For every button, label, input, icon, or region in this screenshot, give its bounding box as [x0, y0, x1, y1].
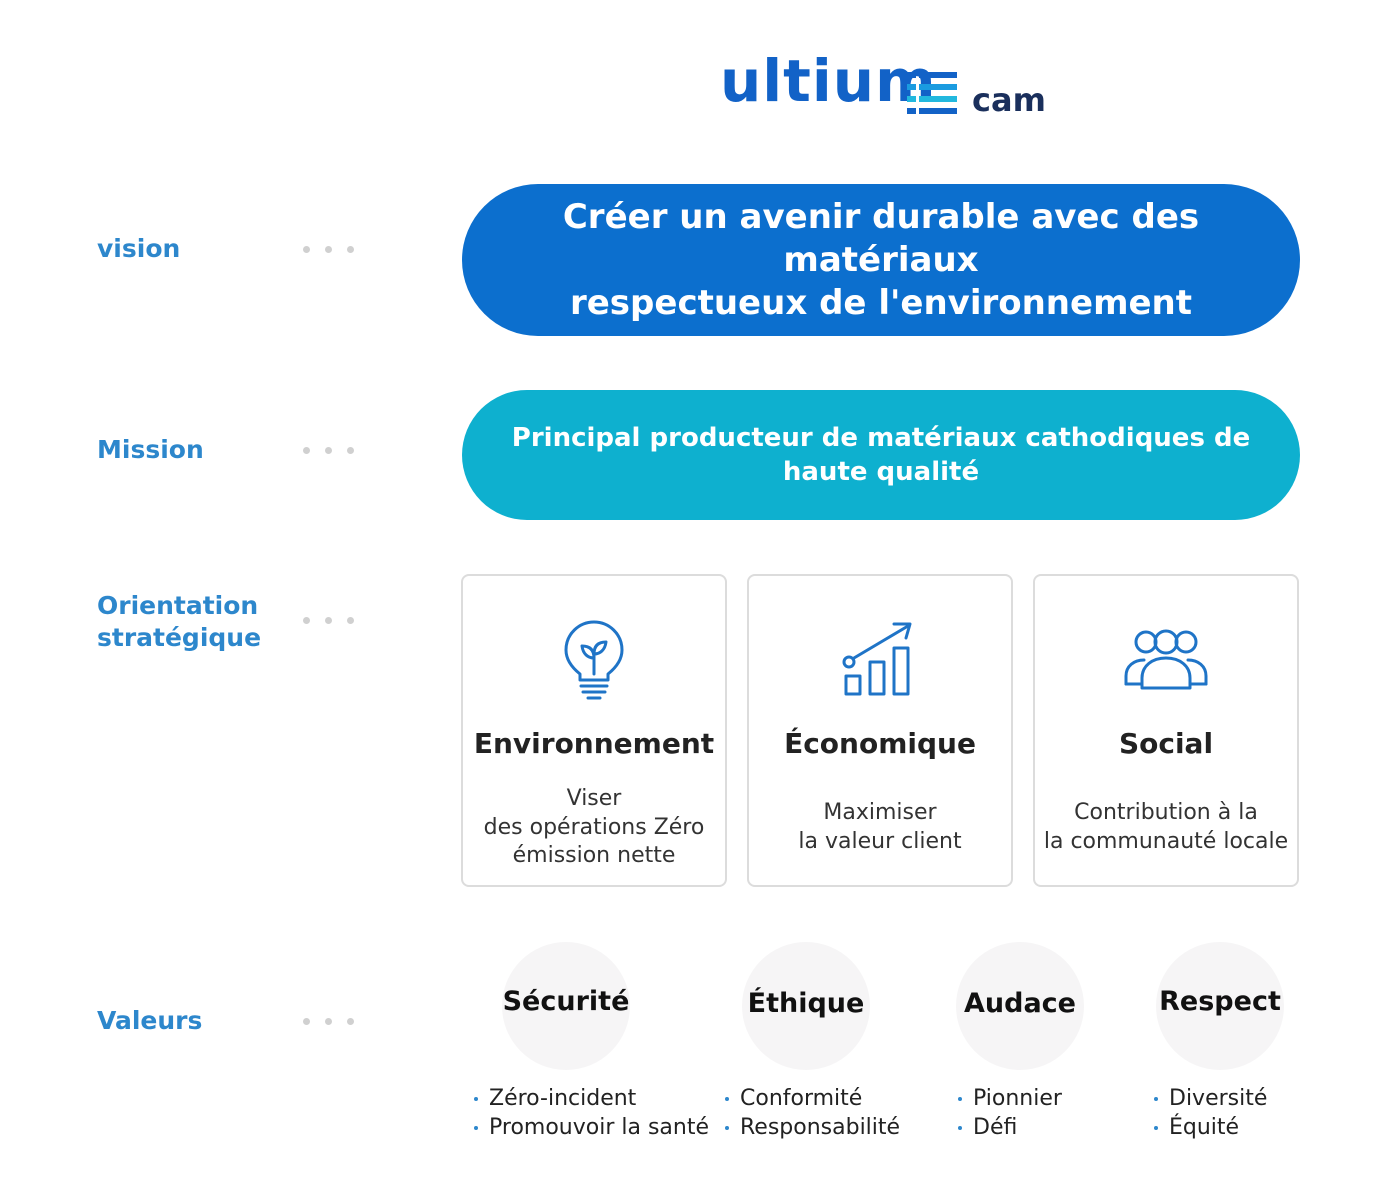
list-item: Diversité: [1154, 1084, 1267, 1113]
dots-connector-values: [303, 1018, 355, 1026]
list-item: Conformité: [725, 1084, 900, 1113]
list-item: Zéro-incident: [474, 1084, 709, 1113]
label-orientation-line1: Orientation: [97, 591, 259, 620]
orientation-card-social: Social Contribution à la la communauté l…: [1033, 574, 1299, 887]
card-desc-social: Contribution à la la communauté locale: [1043, 800, 1289, 854]
lightbulb-leaf-icon: [564, 620, 624, 700]
dots-connector-mission: [303, 447, 355, 455]
mission-text-line1: Principal producteur de matériaux cathod…: [511, 423, 1251, 453]
value-list-respect: Diversité Équité: [1154, 1084, 1267, 1142]
value-circle-ethique: Éthique: [742, 942, 870, 1070]
orientation-card-environment: Environnement Viser des opérations Zéro …: [461, 574, 727, 887]
label-orientation-line2: stratégique: [97, 623, 262, 652]
value-name-audace: Audace: [964, 988, 1076, 1019]
growth-chart-icon: [842, 622, 912, 696]
card-title-economic: Économique: [784, 727, 976, 760]
vision-pill: Créer un avenir durable avec des matéria…: [462, 184, 1300, 336]
value-list-securite: Zéro-incident Promouvoir la santé: [474, 1084, 709, 1142]
list-item: Responsabilité: [725, 1113, 900, 1142]
card-desc-environment: Viser des opérations Zéro émission nette: [483, 786, 705, 868]
mission-text-line2: haute qualité: [782, 457, 980, 487]
vision-text-line1: Créer un avenir durable avec des matéria…: [562, 196, 1200, 280]
value-circle-audace: Audace: [956, 942, 1084, 1070]
vision-text-line2: respectueux de l'environnement: [569, 282, 1193, 323]
logo-stripes-icon: [907, 72, 957, 114]
label-mission: Mission: [97, 435, 204, 464]
dots-connector-vision: [303, 246, 355, 254]
value-list-audace: Pionnier Défi: [958, 1084, 1062, 1142]
value-name-ethique: Éthique: [747, 988, 865, 1019]
card-title-environment: Environnement: [473, 727, 715, 760]
logo-wordmark: ultium: [720, 47, 937, 115]
card-desc-economic: Maximiser la valeur client: [798, 800, 962, 854]
list-item: Pionnier: [958, 1084, 1062, 1113]
value-list-ethique: Conformité Responsabilité: [725, 1084, 900, 1142]
list-item: Défi: [958, 1113, 1062, 1142]
list-item: Promouvoir la santé: [474, 1113, 709, 1142]
value-circle-respect: Respect: [1156, 942, 1284, 1070]
orientation-card-economic: Économique Maximiser la valeur client: [747, 574, 1013, 887]
logo-subtext: cam: [972, 81, 1046, 119]
value-name-securite: Sécurité: [502, 986, 630, 1017]
mission-pill: Principal producteur de matériaux cathod…: [462, 390, 1300, 520]
label-orientation: Orientation stratégique: [97, 590, 261, 654]
list-item: Équité: [1154, 1113, 1267, 1142]
dots-connector-orientation: [303, 617, 355, 625]
label-vision: vision: [97, 234, 181, 263]
card-title-social: Social: [1118, 727, 1214, 760]
value-circle-securite: Sécurité: [502, 942, 630, 1070]
value-name-respect: Respect: [1159, 986, 1281, 1017]
people-group-icon: [1124, 629, 1208, 690]
label-values: Valeurs: [97, 1006, 203, 1035]
